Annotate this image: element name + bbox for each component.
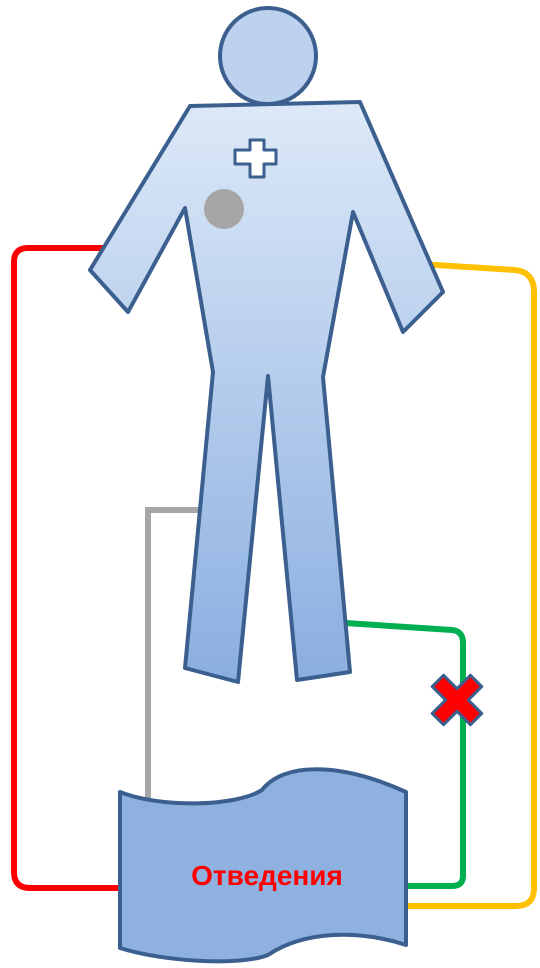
patient-head <box>220 8 316 104</box>
leads-label: Отведения <box>191 860 343 891</box>
broken-connection-icon <box>419 662 495 738</box>
chest-electrode-icon <box>204 189 244 229</box>
left-arm-wire-yellow <box>404 263 534 906</box>
right-arm-wire-red <box>14 248 122 888</box>
patient-body <box>90 102 443 682</box>
patient-figure <box>90 8 443 682</box>
